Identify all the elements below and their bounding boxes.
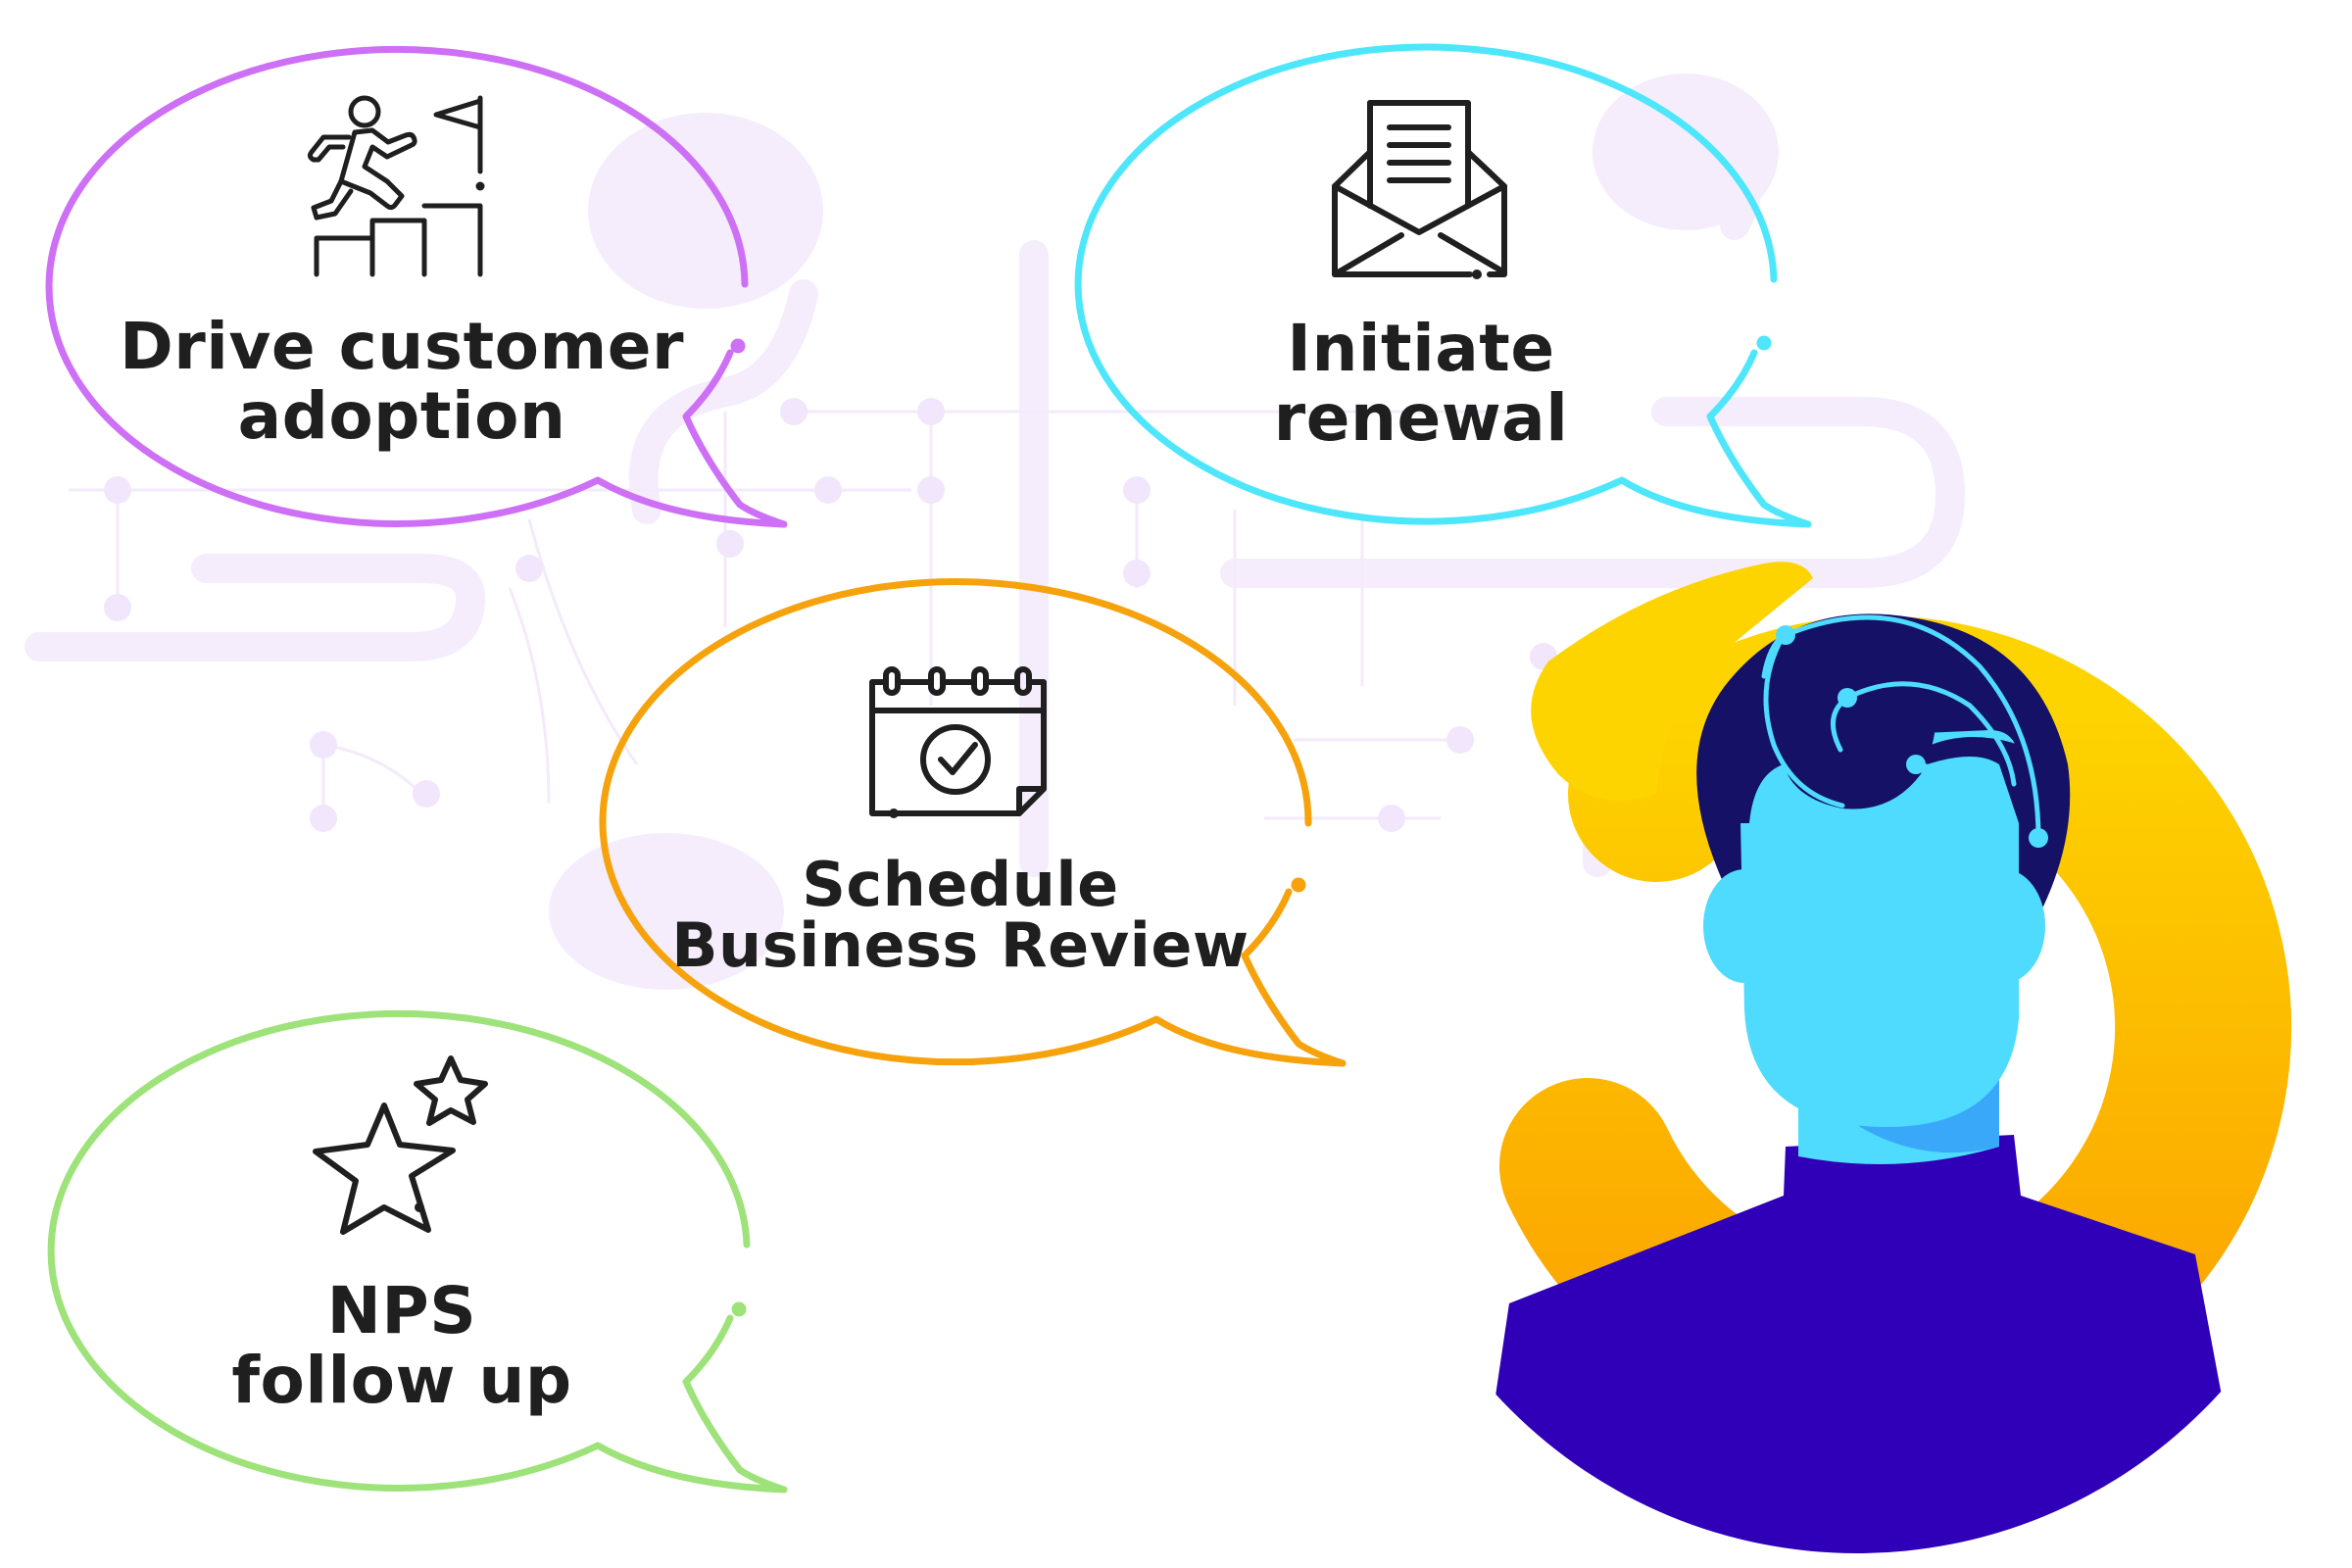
face [1740,730,2019,1127]
open-envelope-letter-icon [1332,100,1507,279]
shirt [1470,1135,2254,1553]
calendar-check-icon [869,666,1047,818]
bubble-adoption-label: Drive customer adoption [98,312,706,452]
stars-icon [313,1055,488,1235]
bubble-adoption-line2: adoption [237,378,566,455]
bubble-nps-line1: NPS [326,1273,477,1348]
ring-top-cap [1531,562,1813,801]
bubble-nps-label: NPS follow up [98,1276,706,1416]
bubble-review-label: Schedule Business Review [657,855,1264,976]
bubble-review-line1: Schedule [802,849,1119,920]
bubble-renewal-line1: Initiate [1287,311,1555,386]
bubble-renewal [1074,43,1812,528]
climbing-stairs-flag-icon [307,95,485,277]
bubble-review-line2: Business Review [671,909,1250,981]
bubble-renewal-line2: renewal [1273,380,1569,457]
bubble-nps-line2: follow up [231,1343,572,1419]
bubble-review [599,578,1347,1067]
bubble-adoption [45,45,788,528]
bubble-renewal-label: Initiate renewal [1117,314,1725,454]
bubble-adoption-line1: Drive customer [119,309,685,384]
bubble-nps [47,1009,788,1494]
